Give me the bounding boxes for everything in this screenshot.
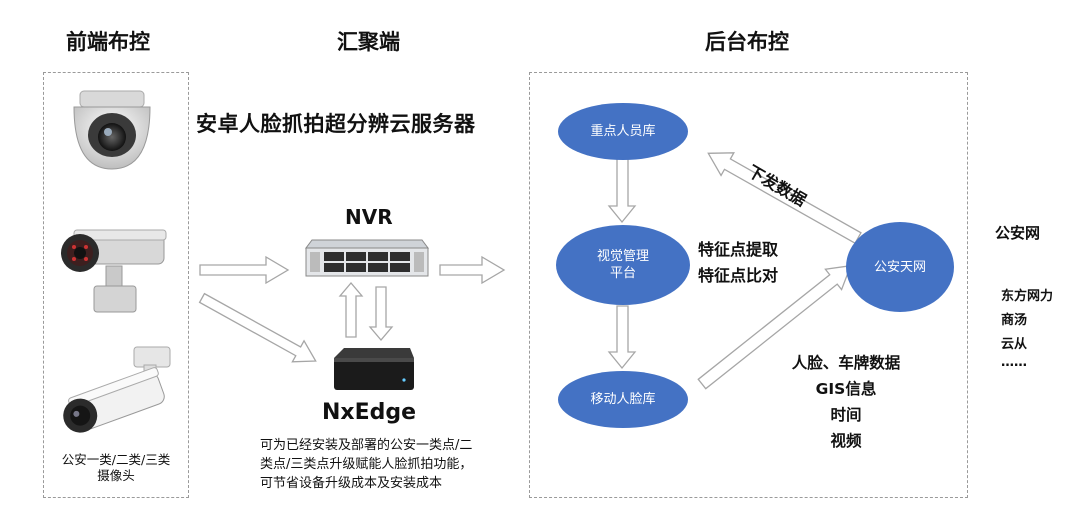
- data-item: 时间: [830, 406, 862, 424]
- arrow-mobileface-to-skynet: [697, 264, 852, 390]
- nvr-device-icon: [305, 239, 429, 277]
- feature-compare-label: 特征点比对: [698, 266, 779, 285]
- visual-platform: 视觉管理 平台: [556, 225, 690, 305]
- mobile-face-label: 移动人脸库: [590, 392, 656, 407]
- camera-caption-line1: 公安一类/二类/三类: [61, 452, 171, 467]
- backend-panel: [529, 72, 968, 498]
- nxedge-desc-line3: 可节省设备升级成本及安装成本: [260, 476, 443, 491]
- header-front: 前端布控: [66, 30, 150, 54]
- mobile-face-db: 移动人脸库: [558, 371, 688, 428]
- data-items-list: 人脸、车牌数据 GIS信息 时间 视频: [786, 350, 906, 454]
- police-skynet-label: 公安天网: [873, 259, 926, 275]
- nxedge-desc-line2: 类点/三类点升级赋能人脸抓拍功能，: [260, 457, 473, 472]
- police-skynet: 公安天网: [846, 222, 954, 312]
- network-item: 商汤: [1001, 313, 1028, 328]
- arrow-nvr-to-nxedge: [368, 286, 394, 342]
- network-item: 云从: [1001, 337, 1028, 352]
- arrow-nxedge-to-nvr: [338, 281, 364, 338]
- arrow-front-to-nxedge: [198, 292, 317, 363]
- feature-labels: 特征点提取 特征点比对: [698, 237, 778, 289]
- data-item: 视频: [830, 432, 862, 450]
- network-title: 公安网: [995, 224, 1041, 242]
- feature-extract-label: 特征点提取: [698, 240, 779, 259]
- camera-caption-line2: 摄像头: [97, 468, 135, 483]
- server-title: 安卓人脸抓拍超分辨云服务器: [196, 112, 476, 136]
- network-item: ……: [1001, 355, 1027, 370]
- key-persons-label: 重点人员库: [590, 124, 656, 139]
- nxedge-label: NxEdge: [322, 400, 417, 425]
- data-item: 人脸、车牌数据: [791, 354, 901, 372]
- arrow-front-to-nvr: [199, 255, 290, 285]
- front-panel: [43, 72, 189, 498]
- nxedge-description: 可为已经安装及部署的公安一类点/二 类点/三类点升级赋能人脸抓拍功能， 可节省设…: [260, 436, 472, 493]
- arrow-nvr-to-backend: [439, 255, 506, 285]
- arrow-platform-to-mobileface: [607, 305, 637, 370]
- network-list: 东方网力 商汤 云从 ……: [1001, 285, 1053, 369]
- nvr-label: NVR: [345, 205, 393, 229]
- bullet-camera-icon: [61, 229, 167, 313]
- arrow-keypersons-to-platform: [607, 157, 637, 224]
- visual-platform-line1: 视觉管理: [596, 249, 649, 264]
- camera-caption: 公安一类/二类/三类 摄像头: [47, 452, 185, 484]
- visual-platform-line2: 平台: [609, 266, 636, 281]
- key-persons-db: 重点人员库: [558, 103, 688, 160]
- header-aggregate: 汇聚端: [337, 30, 400, 54]
- arrow-skynet-to-keypersons: [707, 152, 862, 245]
- nxedge-desc-line1: 可为已经安装及部署的公安一类点/二: [260, 438, 473, 453]
- box-camera-icon: [63, 346, 171, 433]
- header-backend: 后台布控: [705, 30, 789, 54]
- nxedge-device-icon: [334, 348, 414, 390]
- data-item: GIS信息: [815, 380, 877, 398]
- dome-camera-icon: [73, 90, 151, 170]
- network-item: 东方网力: [1001, 289, 1054, 304]
